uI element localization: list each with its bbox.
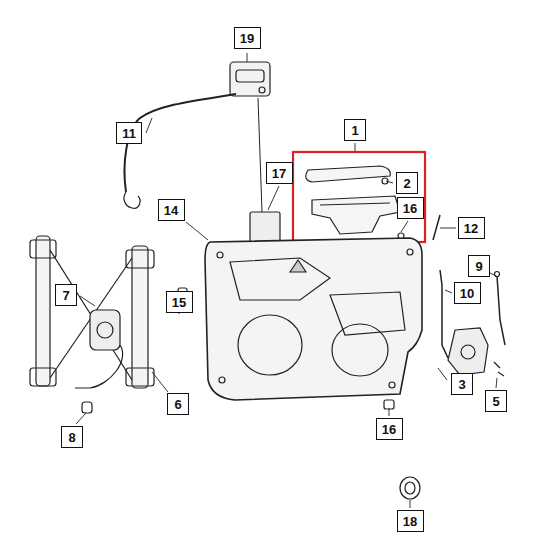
callout-number: 6	[174, 398, 181, 411]
callout-box: 8	[61, 426, 83, 448]
callout-box: 18	[397, 510, 424, 532]
handle-housing	[230, 62, 270, 96]
rod	[497, 276, 505, 345]
window-regulator	[30, 236, 154, 388]
callout-box: 7	[55, 284, 77, 306]
callout-box: 19	[234, 27, 261, 49]
callout-box: 3	[451, 373, 473, 395]
callout-number: 17	[272, 167, 286, 180]
callout-number: 5	[492, 395, 499, 408]
callout-box: 15	[166, 291, 193, 313]
door-handle	[306, 166, 404, 239]
callout-box: 12	[458, 217, 485, 239]
callout-number: 16	[382, 423, 396, 436]
rod	[440, 270, 448, 358]
callout-number: 2	[403, 177, 410, 190]
callout-box: 17	[266, 162, 293, 184]
rod	[433, 215, 440, 240]
callout-number: 1	[351, 124, 358, 137]
callout-box: 16	[397, 197, 424, 219]
highlight-frame	[293, 152, 425, 242]
callout-box: 6	[167, 393, 189, 415]
clip	[82, 402, 92, 413]
callout-box: 11	[116, 122, 142, 144]
cable-line	[258, 98, 262, 212]
callout-box: 9	[468, 255, 490, 277]
callout-box: 2	[396, 172, 418, 194]
callout-number: 8	[68, 431, 75, 444]
plug	[400, 477, 420, 499]
cable-end	[124, 192, 140, 208]
callout-number: 16	[403, 202, 417, 215]
regulator-motor	[75, 310, 123, 388]
callout-box: 1	[344, 119, 366, 141]
bolt	[384, 400, 394, 409]
callout-number: 7	[62, 289, 69, 302]
door-latch	[448, 328, 488, 375]
screws	[494, 362, 504, 376]
carrier-bracket	[250, 212, 280, 242]
callout-number: 10	[460, 287, 474, 300]
callout-number: 15	[172, 296, 186, 309]
callout-number: 19	[240, 32, 254, 45]
leader-lines	[76, 53, 497, 508]
callout-number: 9	[475, 260, 482, 273]
callout-number: 11	[122, 127, 136, 140]
callout-box: 10	[454, 282, 481, 304]
callout-box: 5	[485, 390, 507, 412]
callout-number: 18	[403, 515, 417, 528]
door-module-panel	[205, 238, 422, 400]
callout-box: 14	[158, 199, 185, 221]
callout-number: 3	[458, 378, 465, 391]
callout-box: 16	[376, 418, 403, 440]
callout-number: 14	[164, 204, 178, 217]
callout-number: 12	[464, 222, 478, 235]
